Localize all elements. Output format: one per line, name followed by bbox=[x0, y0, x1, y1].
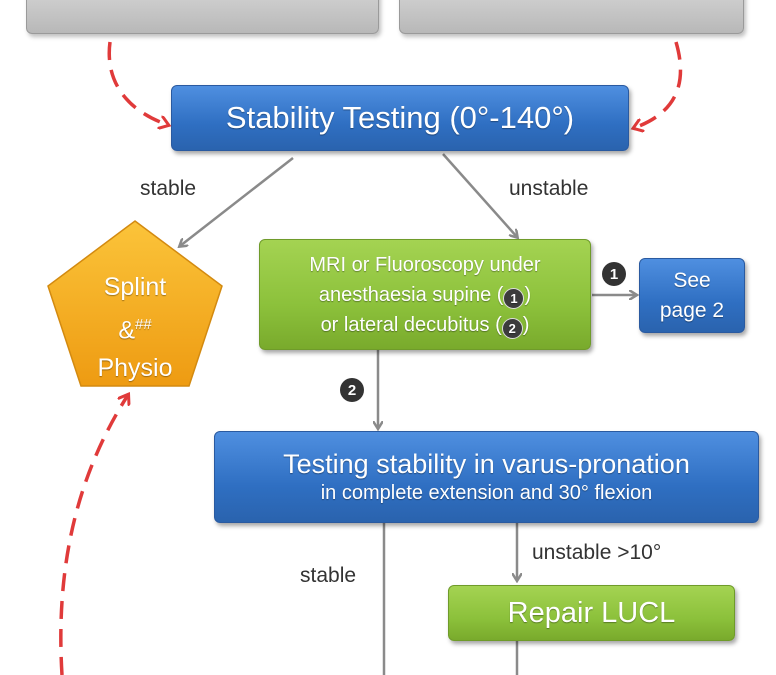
top-left-box bbox=[26, 0, 379, 34]
edge-label-unstable-1: unstable bbox=[509, 177, 589, 200]
mri-line-3: or lateral decubitus ( bbox=[320, 313, 502, 336]
stability-testing-label: Stability Testing (0°-140°) bbox=[225, 100, 575, 135]
repair-lucl-label: Repair LUCL bbox=[507, 596, 676, 629]
edge-label-unstable-2: unstable >10° bbox=[532, 541, 662, 564]
marker-two-icon: 2 bbox=[501, 318, 523, 339]
physio-label: Physio bbox=[97, 354, 173, 383]
mri-fluoroscopy-box: MRI or Fluoroscopy under anesthaesia sup… bbox=[259, 239, 591, 350]
splint-physio-node: Splint &## Physio bbox=[44, 218, 226, 390]
splint-label: Splint bbox=[103, 273, 167, 301]
top-right-box bbox=[399, 0, 744, 34]
page-2-label: page 2 bbox=[659, 298, 725, 322]
mri-line-3-close: ) bbox=[522, 313, 530, 336]
edge-label-stable-2: stable bbox=[300, 564, 357, 587]
double-hash-sup: ## bbox=[135, 316, 152, 333]
dashed-arrow-right bbox=[634, 41, 683, 128]
varus-title: Testing stability in varus-pronation bbox=[283, 449, 690, 479]
arrow-unstable-1 bbox=[442, 153, 517, 237]
mri-line-1: MRI or Fluoroscopy under bbox=[309, 253, 541, 276]
mri-line-2: anesthaesia supine ( bbox=[318, 283, 504, 306]
dashed-arrow-bottom bbox=[59, 395, 128, 675]
dashed-arrow-left bbox=[107, 41, 168, 125]
marker-two-badge: 2 bbox=[340, 378, 364, 402]
stability-testing-box: Stability Testing (0°-140°) bbox=[171, 85, 629, 151]
see-page-2-button[interactable]: See page 2 bbox=[639, 258, 745, 333]
arrow-stable-1 bbox=[180, 157, 294, 246]
see-label: See bbox=[673, 268, 711, 292]
marker-one-icon: 1 bbox=[503, 288, 525, 309]
varus-pronation-box: Testing stability in varus-pronation in … bbox=[214, 431, 759, 523]
pentagon-shape bbox=[47, 220, 223, 387]
edge-label-stable-1: stable bbox=[140, 177, 197, 200]
marker-one-badge: 1 bbox=[602, 262, 626, 286]
repair-lucl-box: Repair LUCL bbox=[448, 585, 735, 641]
mri-line-2-close: ) bbox=[524, 283, 532, 306]
ampersand-label: & bbox=[118, 316, 135, 345]
varus-subtitle: in complete extension and 30° flexion bbox=[320, 482, 653, 504]
